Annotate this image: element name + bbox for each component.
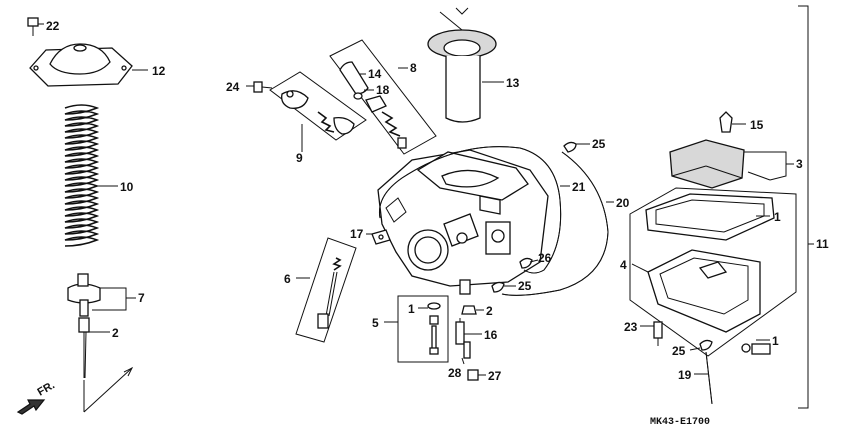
label-25-bottom: 25 — [672, 344, 686, 358]
label-2-left: 2 — [112, 326, 119, 340]
bracket-11 — [798, 5, 809, 409]
label-25-mid: 25 — [518, 279, 532, 293]
label-7: 7 — [138, 291, 145, 305]
jet-needle-2 — [83, 331, 87, 379]
label-1-drain: 1 — [772, 334, 779, 348]
part-27 — [467, 369, 479, 381]
diaphragm-13 — [427, 7, 497, 123]
air-cut-valve-frame-9 — [269, 71, 367, 141]
label-24: 24 — [226, 80, 240, 94]
label-15: 15 — [750, 118, 764, 132]
clip-25-bottom — [699, 339, 713, 351]
label-20: 20 — [616, 196, 630, 210]
float-valve-15 — [719, 111, 733, 133]
drain-tube-19 — [705, 351, 713, 405]
label-6: 6 — [284, 272, 291, 286]
clip-26 — [519, 257, 533, 269]
clip-25-top — [563, 141, 577, 153]
label-3: 3 — [796, 157, 803, 171]
screw-24 — [253, 81, 273, 93]
label-14: 14 — [368, 67, 382, 81]
float-3 — [669, 139, 771, 189]
guide-lines — [83, 366, 134, 413]
label-28: 28 — [448, 366, 462, 380]
part-17 — [371, 229, 391, 245]
vent-tube-20 — [501, 151, 609, 296]
label-13: 13 — [506, 76, 520, 90]
screw-22 — [27, 17, 39, 36]
drain-screw-1 — [741, 343, 771, 355]
label-10: 10 — [120, 180, 134, 194]
label-11: 11 — [816, 237, 829, 251]
label-22: 22 — [46, 19, 60, 33]
front-direction-arrow: FR. — [16, 379, 57, 415]
screw-23 — [653, 321, 663, 346]
pilot-screw-frame-6 — [295, 237, 357, 343]
starter-valve-frame-8 — [329, 39, 437, 155]
label-17: 17 — [350, 227, 364, 241]
clip-25-mid — [491, 281, 505, 293]
vent-tube-21 — [378, 146, 562, 274]
top-cover-12 — [29, 43, 133, 87]
label-1-jets: 1 — [408, 302, 415, 316]
label-4: 4 — [620, 258, 627, 272]
label-1-gasket: 1 — [774, 210, 781, 224]
figure-code: MK43-E1700 — [650, 417, 710, 428]
gasket-1-top — [645, 193, 775, 241]
float-chamber-frame-4 — [629, 187, 797, 357]
spring-10 — [64, 104, 100, 247]
label-16: 16 — [484, 328, 498, 342]
leader-lines — [38, 23, 814, 376]
label-27: 27 — [488, 369, 502, 383]
part-labels: 22 12 10 7 2 24 9 14 8 18 13 6 17 5 1 2 … — [46, 19, 829, 383]
label-23: 23 — [624, 320, 638, 334]
jets-frame-5 — [397, 295, 449, 363]
label-2-mid: 2 — [486, 304, 493, 318]
label-12: 12 — [152, 64, 166, 78]
label-26: 26 — [538, 251, 552, 265]
direction-label: FR. — [36, 379, 57, 398]
part-2-mid — [461, 305, 477, 315]
part-28 — [463, 341, 471, 359]
label-25-top: 25 — [592, 137, 606, 151]
part-16 — [455, 318, 465, 345]
label-9: 9 — [296, 151, 303, 165]
label-18: 18 — [376, 83, 390, 97]
float-chamber-bowl — [647, 249, 761, 333]
carburetor-body — [377, 149, 549, 295]
label-19: 19 — [678, 368, 692, 382]
label-8: 8 — [410, 61, 417, 75]
piston-valve-7 — [67, 273, 101, 333]
label-5: 5 — [372, 316, 379, 330]
label-21: 21 — [572, 180, 586, 194]
